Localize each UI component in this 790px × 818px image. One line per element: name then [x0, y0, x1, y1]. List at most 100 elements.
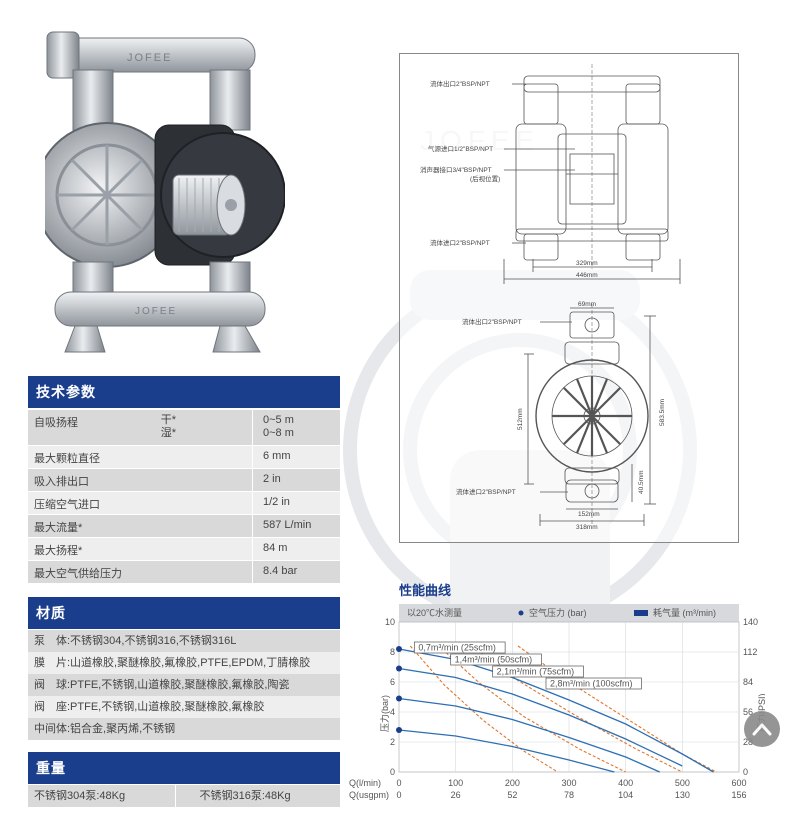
table-row: 最大颗粒直径 6 mm — [28, 446, 340, 469]
dim-152: 152mm — [578, 511, 600, 518]
spec-value: 587 L/min — [252, 515, 340, 537]
x-tick-label: 600 — [731, 778, 746, 788]
dim-40-5: 40.5mm — [638, 471, 645, 494]
x-tick-label: 200 — [505, 778, 520, 788]
label-air-inlet: 气源进口1/2"BSP/NPT — [428, 144, 493, 153]
y-tick-label: 4 — [390, 707, 395, 717]
legend-air-marker — [518, 610, 524, 616]
label-inlet-front: 流体进口2"BSP/NPT — [430, 238, 490, 247]
series-start-point — [396, 695, 402, 702]
spec-value: 0~8 m — [263, 427, 294, 439]
chart-legend-bar — [399, 604, 739, 622]
pressure-series-line — [398, 729, 615, 773]
list-item: 阀 座:PTFE,不锈钢,山道橡胶,聚醚橡胶,氟橡胶 — [28, 696, 340, 718]
consumption-curve — [438, 645, 626, 773]
table-row: 不锈钢304泵:48Kg 不锈钢316泵:48Kg — [28, 785, 340, 807]
annotation-label: 0,7m³/min (25scfm) — [418, 643, 496, 653]
table-row: 最大流量* 587 L/min — [28, 515, 340, 538]
pump-photo: JOFEE JOFEE — [45, 31, 285, 353]
annotation-label: 1,4m³/min (50scfm) — [455, 655, 533, 665]
annotation-box — [450, 653, 542, 666]
label-outlet-side: 流体出口2"BSP/NPT — [462, 317, 522, 326]
y-tick-label: 0 — [390, 767, 395, 777]
spec-sublabel: 湿* — [160, 427, 176, 439]
weight-value: 不锈钢304泵:48Kg — [34, 790, 126, 802]
table-row: 最大空气供给压力 8.4 bar — [28, 561, 340, 584]
pressure-series-line — [398, 667, 683, 767]
scroll-to-top-button[interactable] — [744, 711, 780, 747]
dim-446: 446mm — [576, 272, 598, 279]
x-tick-label: 500 — [675, 778, 690, 788]
chevron-up-icon — [752, 723, 772, 736]
spec-value: 84 m — [252, 538, 340, 560]
spec-sublabel: 干* — [160, 414, 176, 426]
x-tick-label-usgpm: 130 — [675, 790, 690, 800]
x-tick-label: 0 — [396, 778, 401, 788]
weight-table: 不锈钢304泵:48Kg 不锈钢316泵:48Kg — [28, 785, 340, 807]
y-axis-label-left: 压力(bar) — [379, 695, 390, 732]
legend-note: 以20℃水测量 — [407, 607, 462, 618]
dim-583: 583.5mm — [659, 399, 666, 426]
annotation-box — [413, 641, 506, 654]
x-tick-label-usgpm: 52 — [507, 790, 517, 800]
table-row: 自吸扬程 干* 湿* 0~5 m 0~8 m — [28, 410, 340, 446]
table-row: 吸入排出口 2 in — [28, 469, 340, 492]
list-item: 泵 体:不锈钢304,不锈钢316,不锈钢316L — [28, 630, 340, 652]
dim-318: 318mm — [576, 524, 598, 531]
label-outlet-top: 流体出口2"BSP/NPT — [430, 79, 490, 88]
y-tick-label-psi: 28 — [743, 737, 753, 747]
spec-label: 最大颗粒直径 — [34, 453, 100, 465]
annotation-label: 2,1m³/min (75scfm) — [497, 667, 575, 677]
legend-consumption-marker — [634, 610, 648, 616]
dimension-drawing: 流体出口2"BSP/NPT 气源进口1/2"BSP/NPT 消声器接口3/4"B… — [399, 53, 739, 543]
svg-text:JOFEE: JOFEE — [135, 306, 177, 317]
list-item: 阀 球:PTFE,不锈钢,山道橡胶,聚醚橡胶,氟橡胶,陶瓷 — [28, 674, 340, 696]
list-item: 中间体:铝合金,聚丙烯,不锈钢 — [28, 718, 340, 740]
y-tick-label: 8 — [390, 647, 395, 657]
materials-list: 泵 体:不锈钢304,不锈钢316,不锈钢316L 膜 片:山道橡胶,聚醚橡胶,… — [28, 630, 340, 740]
x-axis-label-usgpm: Q(usgpm) — [349, 790, 389, 800]
annotation-label: 2,8m³/min (100scfm) — [550, 679, 633, 689]
spec-value: 8.4 bar — [252, 561, 340, 583]
weight-header: 重量 — [28, 752, 340, 784]
annotation-box — [492, 665, 584, 678]
legend-air: 空气压力 (bar) — [529, 607, 587, 618]
svg-text:JOFEE: JOFEE — [127, 52, 172, 64]
spec-label: 吸入排出口 — [34, 476, 89, 488]
y-tick-label: 10 — [385, 617, 395, 627]
x-tick-label: 100 — [448, 778, 463, 788]
spec-label: 压缩空气进口 — [34, 499, 100, 511]
spec-value: 6 mm — [252, 446, 340, 468]
y-tick-label-psi: 112 — [743, 647, 757, 657]
list-item: 膜 片:山道橡胶,聚醚橡胶,氟橡胶,PTFE,EPDM,丁腈橡胶 — [28, 652, 340, 674]
spec-label: 自吸扬程 — [34, 417, 78, 429]
dim-512: 512mm — [517, 408, 524, 430]
dim-69: 69mm — [578, 301, 596, 308]
dim-329: 329mm — [576, 260, 598, 267]
spec-label: 最大空气供给压力 — [34, 568, 122, 580]
x-axis-label-lmin: Q(l/min) — [349, 778, 381, 788]
spec-value: 2 in — [252, 469, 340, 491]
label-inlet-side: 流体进口2"BSP/NPT — [456, 487, 516, 496]
x-tick-label-usgpm: 26 — [451, 790, 461, 800]
tech-params-table: 自吸扬程 干* 湿* 0~5 m 0~8 m 最大颗粒直径 6 mm 吸入排出口… — [28, 410, 340, 584]
curve-annotations: 0,7m³/min (25scfm) 1,4m³/min (50scfm) 2,1m… — [413, 641, 642, 690]
materials-header: 材质 — [28, 597, 340, 629]
spec-value: 1/2 in — [252, 492, 340, 514]
y-tick-label-psi: 140 — [743, 617, 758, 627]
x-tick-label: 400 — [618, 778, 633, 788]
spec-label: 最大流量* — [34, 522, 83, 534]
pressure-series-line — [398, 697, 660, 773]
dimension-drawing-svg: 流体出口2"BSP/NPT 气源进口1/2"BSP/NPT 消声器接口3/4"B… — [420, 64, 681, 531]
x-tick-label-usgpm: 0 — [396, 790, 401, 800]
table-row: 压缩空气进口 1/2 in — [28, 492, 340, 515]
x-tick-label-usgpm: 156 — [731, 790, 746, 800]
performance-title: 性能曲线 — [399, 583, 452, 598]
y-tick-label-psi: 0 — [743, 767, 748, 777]
spec-value: 0~5 m — [263, 414, 294, 426]
weight-value: 不锈钢316泵:48Kg — [174, 785, 341, 807]
annotation-box — [545, 677, 642, 690]
x-tick-label-usgpm: 78 — [564, 790, 574, 800]
performance-chart: 以20℃水测量 空气压力 (bar) 耗气量 (m³/min) 0,7m³/mi… — [349, 604, 765, 800]
